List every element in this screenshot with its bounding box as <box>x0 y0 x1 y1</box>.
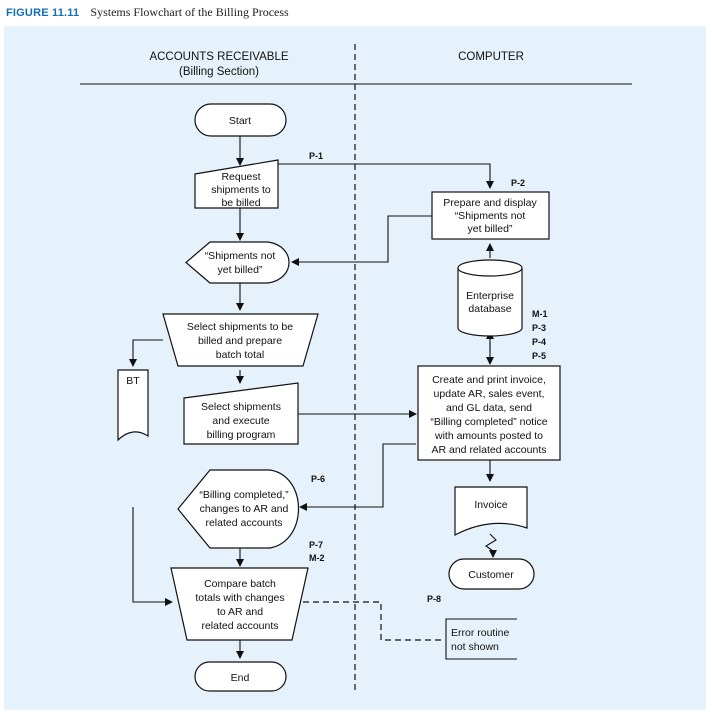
error-line-2: not shown <box>451 641 499 653</box>
reference-labels: P-1 P-2 M-1 P-3 P-4 P-5 P-6 P-7 M-2 P-8 <box>309 151 548 604</box>
customer-label: Customer <box>468 569 514 581</box>
start-terminal: Start <box>194 103 287 137</box>
shipments-not-yet-billed-display: “Shipments not yet billed” <box>185 241 290 284</box>
label-p5: P-5 <box>532 351 546 361</box>
display-line-1: “Shipments not <box>205 250 276 262</box>
compare-line-3: to AR and <box>217 606 263 618</box>
label-m1: M-1 <box>532 309 548 319</box>
create-line-2: update AR, sales event, <box>434 388 545 400</box>
select-batch-line-2: billed and prepare <box>198 335 282 347</box>
billing-line-1: “Billing completed,” <box>199 489 289 501</box>
label-p1: P-1 <box>309 151 323 161</box>
error-routine-annotation: Error routine not shown <box>445 618 517 660</box>
customer-terminal: Customer <box>448 558 535 590</box>
create-line-5: with amounts posted to <box>434 430 543 442</box>
label-p7: P-7 <box>309 540 323 550</box>
billing-completed-display: “Billing completed,” changes to AR and r… <box>177 469 300 549</box>
figure-number: FIGURE 11.11 <box>6 7 80 19</box>
label-p4: P-4 <box>532 337 546 347</box>
compare-line-2: totals with changes <box>195 592 284 604</box>
end-terminal: End <box>194 661 287 692</box>
label-p3: P-3 <box>532 323 546 333</box>
billing-line-2: changes to AR and <box>200 503 289 515</box>
label-p6: P-6 <box>311 474 325 484</box>
compare-batch-totals-operation: Compare batch totals with changes to AR … <box>170 567 309 641</box>
create-line-4: “Billing completed” notice <box>430 416 547 428</box>
database-line-2: database <box>468 303 511 315</box>
execute-line-1: Select shipments <box>201 401 281 413</box>
request-line-3: be billed <box>221 197 260 209</box>
request-line-2: shipments to <box>211 184 271 196</box>
error-dashed-connector <box>293 601 443 641</box>
request-shipments-input: Request shipments to be billed <box>194 159 279 209</box>
prepare-line-1: Prepare and display <box>443 197 537 209</box>
figure-title: Systems Flowchart of the Billing Process <box>90 5 289 19</box>
invoice-label: Invoice <box>474 499 507 511</box>
create-line-6: AR and related accounts <box>432 444 547 456</box>
figure-caption: FIGURE 11.11 Systems Flowchart of the Bi… <box>6 5 289 20</box>
column-header-computer: COMPUTER <box>458 51 524 63</box>
compare-line-4: related accounts <box>201 620 278 632</box>
compare-line-1: Compare batch <box>204 578 276 590</box>
display-line-2: yet billed” <box>218 264 263 276</box>
execute-line-3: billing program <box>207 429 276 441</box>
select-and-batch-manual-operation: Select shipments to be billed and prepar… <box>162 313 319 367</box>
column-header-accounts-receivable: ACCOUNTS RECEIVABLE <box>149 51 288 63</box>
create-line-1: Create and print invoice, <box>432 374 546 386</box>
batch-total-document: BT <box>117 369 149 442</box>
start-label: Start <box>229 115 251 127</box>
select-batch-line-3: batch total <box>216 349 264 361</box>
prepare-line-2: “Shipments not <box>455 210 526 222</box>
select-batch-line-1: Select shipments to be <box>187 321 293 333</box>
prepare-display-process: Prepare and display “Shipments not yet b… <box>431 191 550 240</box>
connectors <box>129 136 497 659</box>
create-print-invoice-process: Create and print invoice, update AR, sal… <box>417 365 561 461</box>
billing-line-3: related accounts <box>205 517 282 529</box>
label-p2: P-2 <box>511 178 525 188</box>
bt-label: BT <box>126 375 140 387</box>
execute-line-2: and execute <box>212 415 269 427</box>
enterprise-database: Enterprise database <box>457 259 523 337</box>
column-subheader-billing-section: (Billing Section) <box>179 66 259 78</box>
database-line-1: Enterprise <box>466 290 514 302</box>
invoice-document: Invoice <box>454 486 528 536</box>
label-p8: P-8 <box>427 594 441 604</box>
select-execute-input: Select shipments and execute billing pro… <box>183 382 299 445</box>
request-line-1: Request <box>221 171 260 183</box>
prepare-line-3: yet billed” <box>468 223 513 235</box>
error-line-1: Error routine <box>451 627 510 639</box>
label-m2: M-2 <box>309 553 325 563</box>
create-line-3: and GL data, send <box>446 402 532 414</box>
end-label: End <box>231 672 250 684</box>
